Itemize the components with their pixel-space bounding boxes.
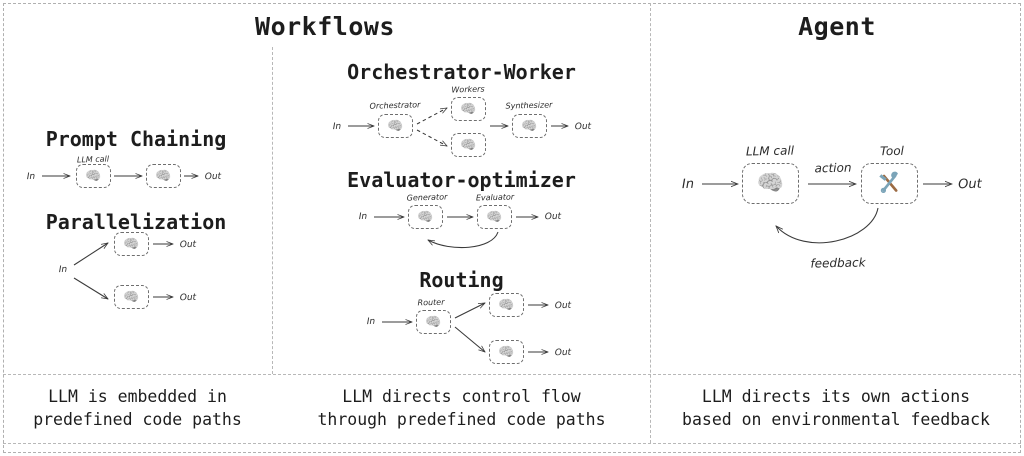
- section-title-parallelization: Parallelization: [45, 210, 227, 234]
- outer-frame: [3, 3, 1021, 453]
- prompt-chaining-in-label: In: [26, 171, 36, 183]
- caption-line-2: through predefined code paths: [317, 409, 606, 429]
- router-label: Router: [417, 297, 445, 308]
- agent-action-label: action: [814, 160, 852, 176]
- caption-line-1: LLM directs control flow: [342, 386, 581, 406]
- brain-icon: 🧠: [85, 168, 102, 184]
- parallelization-node-2[interactable]: 🧠: [114, 285, 149, 309]
- agent-tool-node[interactable]: [861, 163, 918, 204]
- caption-line-2: predefined code paths: [33, 409, 242, 429]
- brain-icon: 🧠: [756, 170, 785, 196]
- prompt-chaining-out-label: Out: [204, 171, 222, 183]
- brain-icon: 🧠: [498, 297, 515, 313]
- parallelization-in-label: In: [58, 264, 68, 276]
- routing-in-label: In: [366, 316, 376, 328]
- header-workflows: Workflows: [255, 12, 395, 41]
- section-title-orchestrator-worker: Orchestrator-Worker: [347, 60, 576, 84]
- agent-in-label: In: [681, 176, 695, 193]
- hammer-and-wrench-icon: [879, 171, 898, 193]
- orchestrator-in-label: In: [332, 121, 342, 133]
- evaluator-label: Evaluator: [475, 192, 515, 203]
- router-node[interactable]: 🧠: [416, 310, 451, 334]
- caption-line-1: LLM directs its own actions: [701, 386, 971, 406]
- routing-out-label-1: Out: [554, 300, 572, 312]
- evaluator-out-label: Out: [544, 211, 562, 223]
- generator-node[interactable]: 🧠: [408, 205, 443, 229]
- brain-icon: 🧠: [460, 101, 477, 117]
- evaluator-in-label: In: [358, 211, 368, 223]
- parallelization-node-1[interactable]: 🧠: [114, 232, 149, 256]
- caption-line-2: based on environmental feedback: [682, 409, 990, 429]
- agent-llm-call-label: LLM call: [745, 143, 795, 159]
- agent-llm-call-node[interactable]: 🧠: [742, 163, 799, 204]
- agent-tool-label: Tool: [879, 143, 905, 159]
- brain-icon: 🧠: [123, 289, 140, 305]
- agent-out-label: Out: [958, 176, 982, 193]
- parallelization-out-label-2: Out: [179, 292, 197, 304]
- brain-icon: 🧠: [123, 236, 140, 252]
- synthesizer-label: Synthesizer: [505, 100, 553, 111]
- caption-line-1: LLM is embedded in: [48, 386, 227, 406]
- section-title-routing: Routing: [419, 268, 504, 292]
- evaluator-node[interactable]: 🧠: [477, 205, 512, 229]
- agent-feedback-label: feedback: [810, 255, 866, 271]
- routing-target-node-2[interactable]: 🧠: [489, 340, 524, 364]
- caption-divider-top: [3, 374, 1021, 375]
- caption-workflows-right: LLM directs control flow through predefi…: [273, 374, 650, 443]
- worker-node-2[interactable]: 🧠: [451, 133, 486, 157]
- brain-icon: 🧠: [417, 209, 434, 225]
- workers-label: Workers: [451, 84, 485, 95]
- brain-icon: 🧠: [387, 118, 404, 134]
- routing-out-label-2: Out: [554, 347, 572, 359]
- brain-icon: 🧠: [460, 137, 477, 153]
- parallelization-out-label-1: Out: [179, 239, 197, 251]
- orchestrator-label: Orchestrator: [369, 100, 421, 111]
- brain-icon: 🧠: [486, 209, 503, 225]
- brain-icon: 🧠: [425, 314, 442, 330]
- routing-target-node-1[interactable]: 🧠: [489, 293, 524, 317]
- orchestrator-node[interactable]: 🧠: [378, 114, 413, 138]
- synthesizer-node[interactable]: 🧠: [512, 114, 547, 138]
- header-agent: Agent: [798, 12, 876, 41]
- column-divider-right: [650, 3, 651, 443]
- brain-icon: 🧠: [498, 344, 515, 360]
- prompt-chaining-node-2[interactable]: 🧠: [146, 164, 181, 188]
- section-title-evaluator-optimizer: Evaluator-optimizer: [347, 168, 576, 192]
- generator-label: Generator: [406, 192, 448, 203]
- orchestrator-out-label: Out: [574, 121, 592, 133]
- column-divider-left: [272, 47, 273, 374]
- prompt-chaining-node-1[interactable]: 🧠: [76, 164, 111, 188]
- worker-node-1[interactable]: 🧠: [451, 97, 486, 121]
- caption-divider-bottom: [3, 443, 1021, 444]
- caption-agent: LLM directs its own actions based on env…: [651, 374, 1021, 443]
- brain-icon: 🧠: [155, 168, 172, 184]
- section-title-prompt-chaining: Prompt Chaining: [45, 127, 227, 151]
- caption-workflows-left: LLM is embedded in predefined code paths: [3, 374, 272, 443]
- brain-icon: 🧠: [521, 118, 538, 134]
